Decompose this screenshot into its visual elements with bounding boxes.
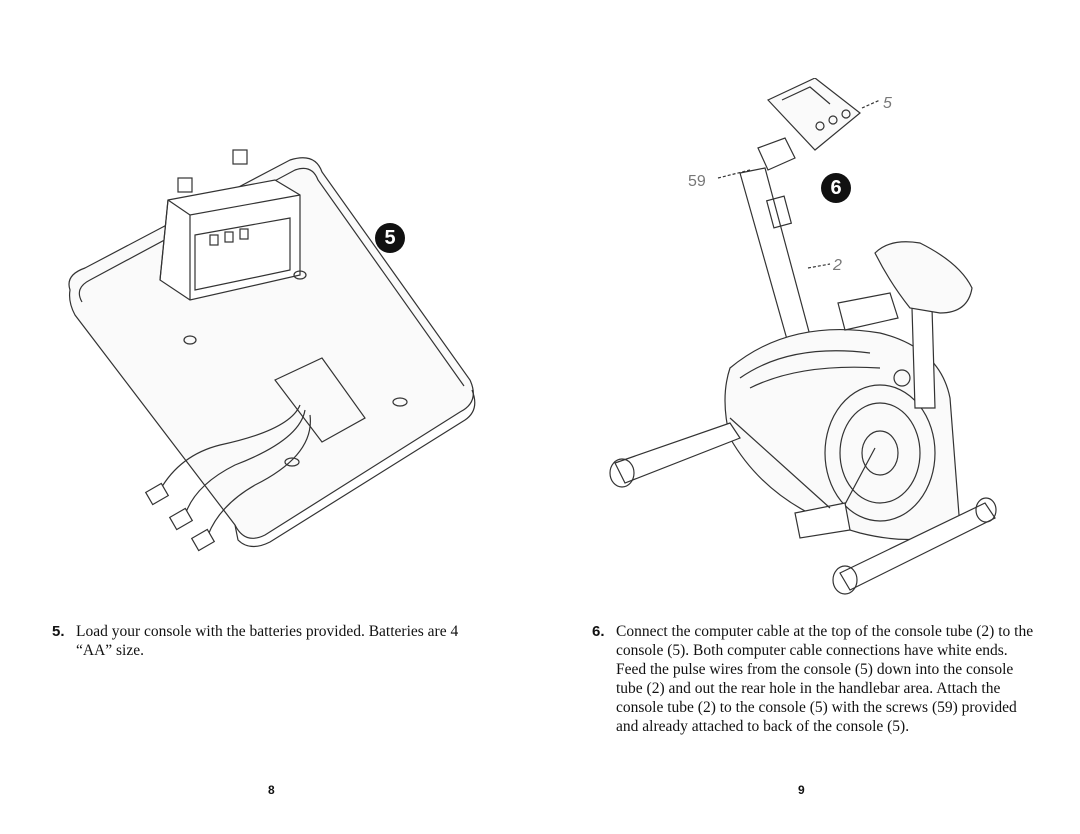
- step-badge: 5: [375, 223, 405, 253]
- console-battery-illustration: [68, 149, 476, 552]
- left-page: 5 5. Load your console with the batterie…: [52, 149, 476, 797]
- right-page: 5 59 2 6 6. Connect the computer cable a…: [540, 0, 1080, 834]
- step-badge: 6: [821, 173, 851, 203]
- page-number: 9: [798, 783, 805, 797]
- step-number: 6.: [592, 623, 605, 640]
- callout-screws: 59: [688, 173, 706, 190]
- page-number: 8: [268, 783, 275, 797]
- step-text: Load your console with the batteries pro…: [76, 623, 459, 659]
- callout-console: 5: [883, 95, 892, 112]
- exercise-bike-illustration: 5 59 2: [609, 78, 997, 595]
- callout-console-tube: 2: [832, 257, 842, 274]
- step-text: Connect the computer cable at the top of…: [616, 623, 1034, 735]
- step-number: 5.: [52, 623, 65, 640]
